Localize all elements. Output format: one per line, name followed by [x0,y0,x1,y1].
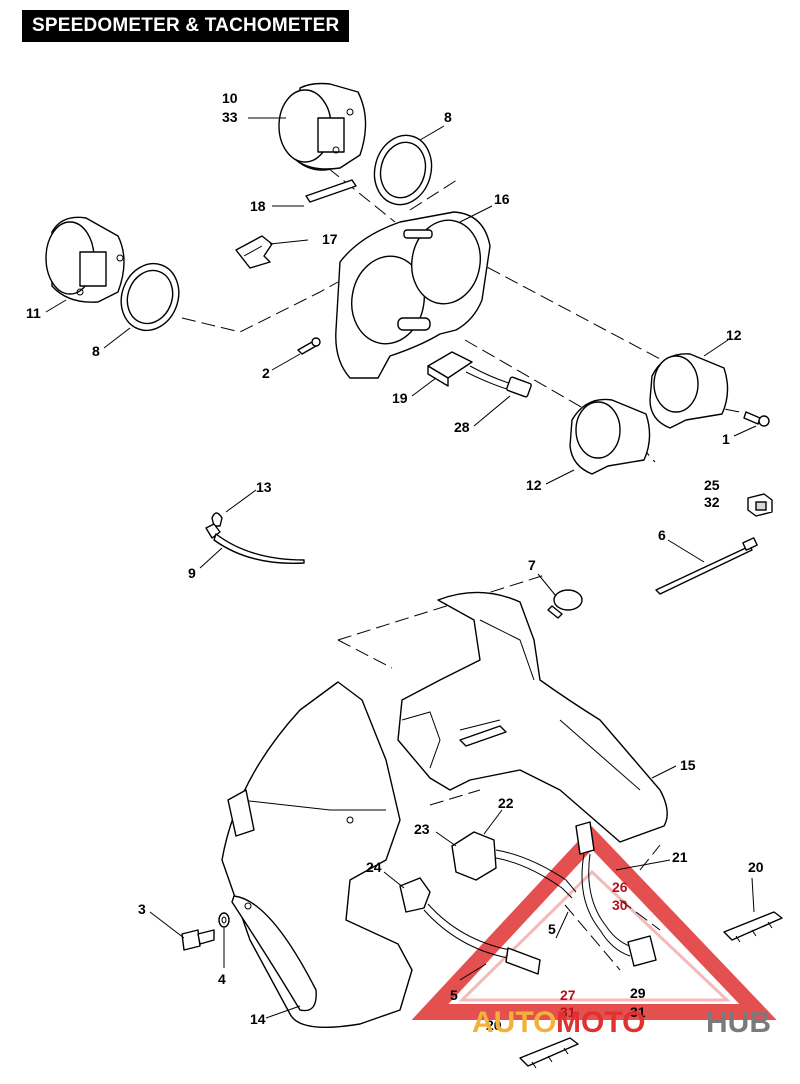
callout-1: 1 [722,431,730,447]
callout-21: 21 [672,849,688,865]
bolt-3 [181,929,215,951]
callout-16: 16 [494,191,510,207]
cable-tie-9 [205,523,305,565]
callout-20-bottom: 20 [486,1017,502,1033]
trim-strip [305,179,357,203]
gasket-ring-lower [120,262,180,332]
screw-part-1 [743,411,770,427]
callout-15: 15 [680,757,696,773]
callout-20-right: 20 [748,859,764,875]
connector-19 [427,351,513,391]
callout-4: 4 [218,971,226,987]
gauge-housing [335,211,491,379]
callout-14: 14 [250,1011,266,1027]
callout-6: 6 [658,527,666,543]
bracket-20-bottom [519,1037,579,1069]
cable-tie-6 [655,537,758,595]
callout-32: 32 [704,494,720,510]
gasket-ring-upper [373,134,433,206]
connector-25 [747,493,773,517]
callout-28: 28 [454,419,470,435]
watermark-logo: AUTO MOTO HUB [472,1006,771,1039]
washer-4 [218,912,230,928]
harness-22-23 [451,831,577,899]
bracket-20-right [723,911,783,943]
callout-2: 2 [262,365,270,381]
callout-5-upper: 5 [548,921,556,937]
watermark-moto: MOTO [556,1006,645,1039]
speedometer-gauge [278,82,367,171]
watermark-hub: HUB [706,1006,771,1039]
upper-nacelle-15 [397,591,668,843]
callout-8-lower: 8 [92,343,100,359]
screw-part-2 [297,337,321,355]
leader-lines [45,117,757,1019]
connector-24 [399,877,511,959]
callout-31-left: 31 [560,1004,576,1020]
callout-24: 24 [366,859,382,875]
gauge-cup-lower [569,398,651,475]
callout-31-right: 31 [630,1004,646,1020]
callout-labels: 10 33 8 18 16 17 11 8 2 19 28 12 12 1 25… [26,90,764,1033]
callout-7: 7 [528,557,536,573]
plug-28 [506,376,532,398]
clamp-7 [547,589,583,619]
tachometer-gauge [45,216,125,303]
callout-17: 17 [322,231,338,247]
callout-9: 9 [188,565,196,581]
callout-18: 18 [250,198,266,214]
callout-12-upper: 12 [726,327,742,343]
callout-27: 27 [560,987,576,1003]
callout-11: 11 [26,305,41,321]
callout-29: 29 [630,985,646,1001]
callout-22: 22 [498,795,514,811]
callout-30: 30 [612,897,628,913]
callout-33: 33 [222,109,238,125]
watermark-triangle [411,826,777,1020]
diagram-title: SPEEDOMETER & TACHOMETER [22,10,350,42]
callout-5-lower: 5 [450,987,458,1003]
callout-19: 19 [392,390,408,406]
callout-3: 3 [138,901,146,917]
callout-23: 23 [414,821,430,837]
lower-fairing-14 [221,681,413,1029]
callout-10: 10 [222,90,238,106]
watermark-auto: AUTO [472,1006,556,1039]
callout-13: 13 [256,479,272,495]
grommet-13 [211,512,223,527]
callout-8-upper: 8 [444,109,452,125]
callout-12-lower: 12 [526,477,542,493]
callout-25: 25 [704,477,720,493]
gauge-cup-upper [649,353,729,429]
harness-lower [505,821,657,975]
callout-26: 26 [612,879,628,895]
retaining-clip [235,235,273,269]
